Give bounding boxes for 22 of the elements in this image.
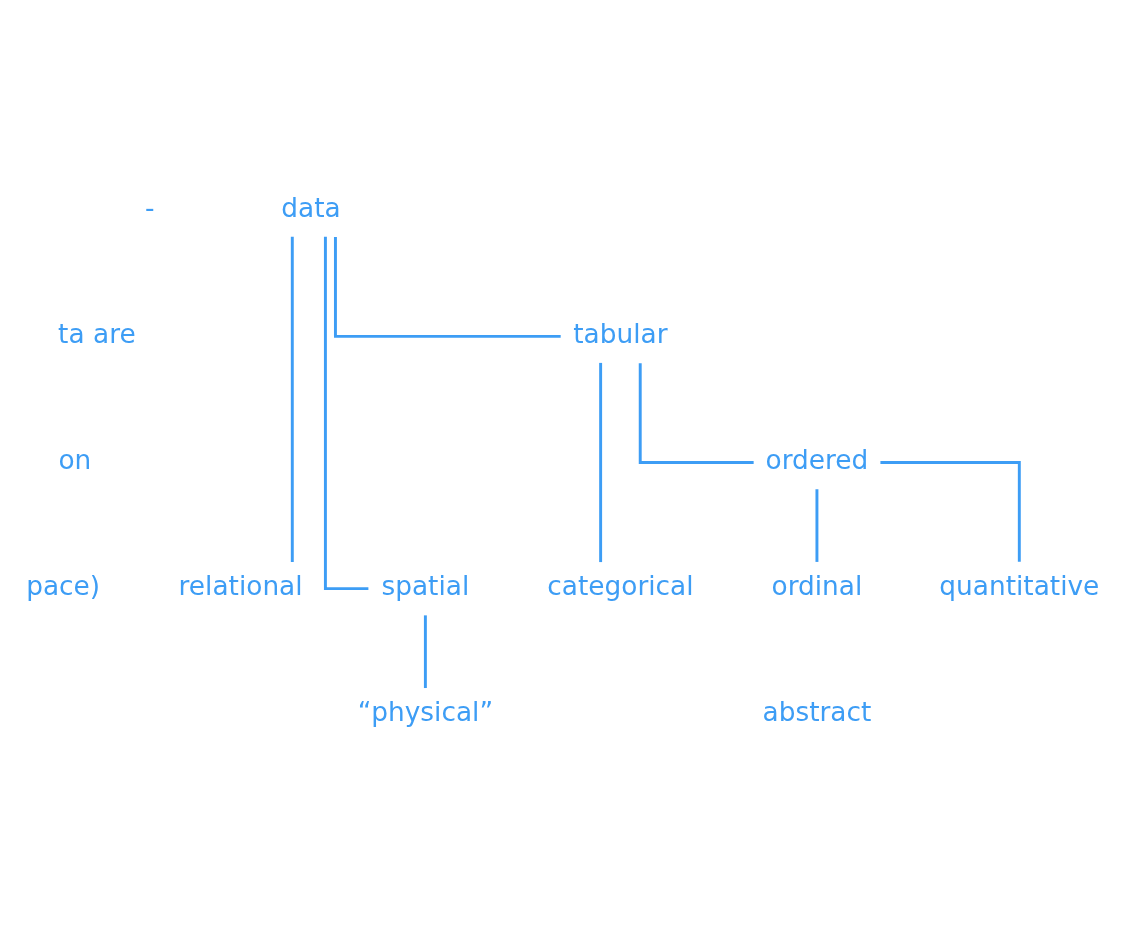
connector — [599, 362, 603, 563]
connector — [638, 363, 754, 464]
node-text: spatial — [381, 571, 470, 602]
connector — [880, 461, 1021, 562]
node-text: “physical” — [357, 697, 494, 728]
node-text: data — [281, 192, 341, 223]
label: on — [58, 444, 92, 475]
node-text: tabular — [573, 318, 668, 349]
connector — [290, 236, 294, 563]
node-text: ordered — [765, 444, 869, 475]
label: - — [144, 192, 155, 223]
label: ta are — [58, 318, 136, 349]
node-text: ordinal — [771, 571, 863, 602]
connector — [815, 489, 819, 562]
connector — [333, 237, 561, 338]
label: pace) — [26, 571, 101, 602]
connector — [323, 236, 369, 591]
node-text: categorical — [547, 571, 694, 602]
connector — [423, 615, 427, 689]
node-text: quantitative — [939, 571, 1100, 602]
label: abstract — [762, 697, 872, 728]
node-text: relational — [178, 571, 303, 602]
